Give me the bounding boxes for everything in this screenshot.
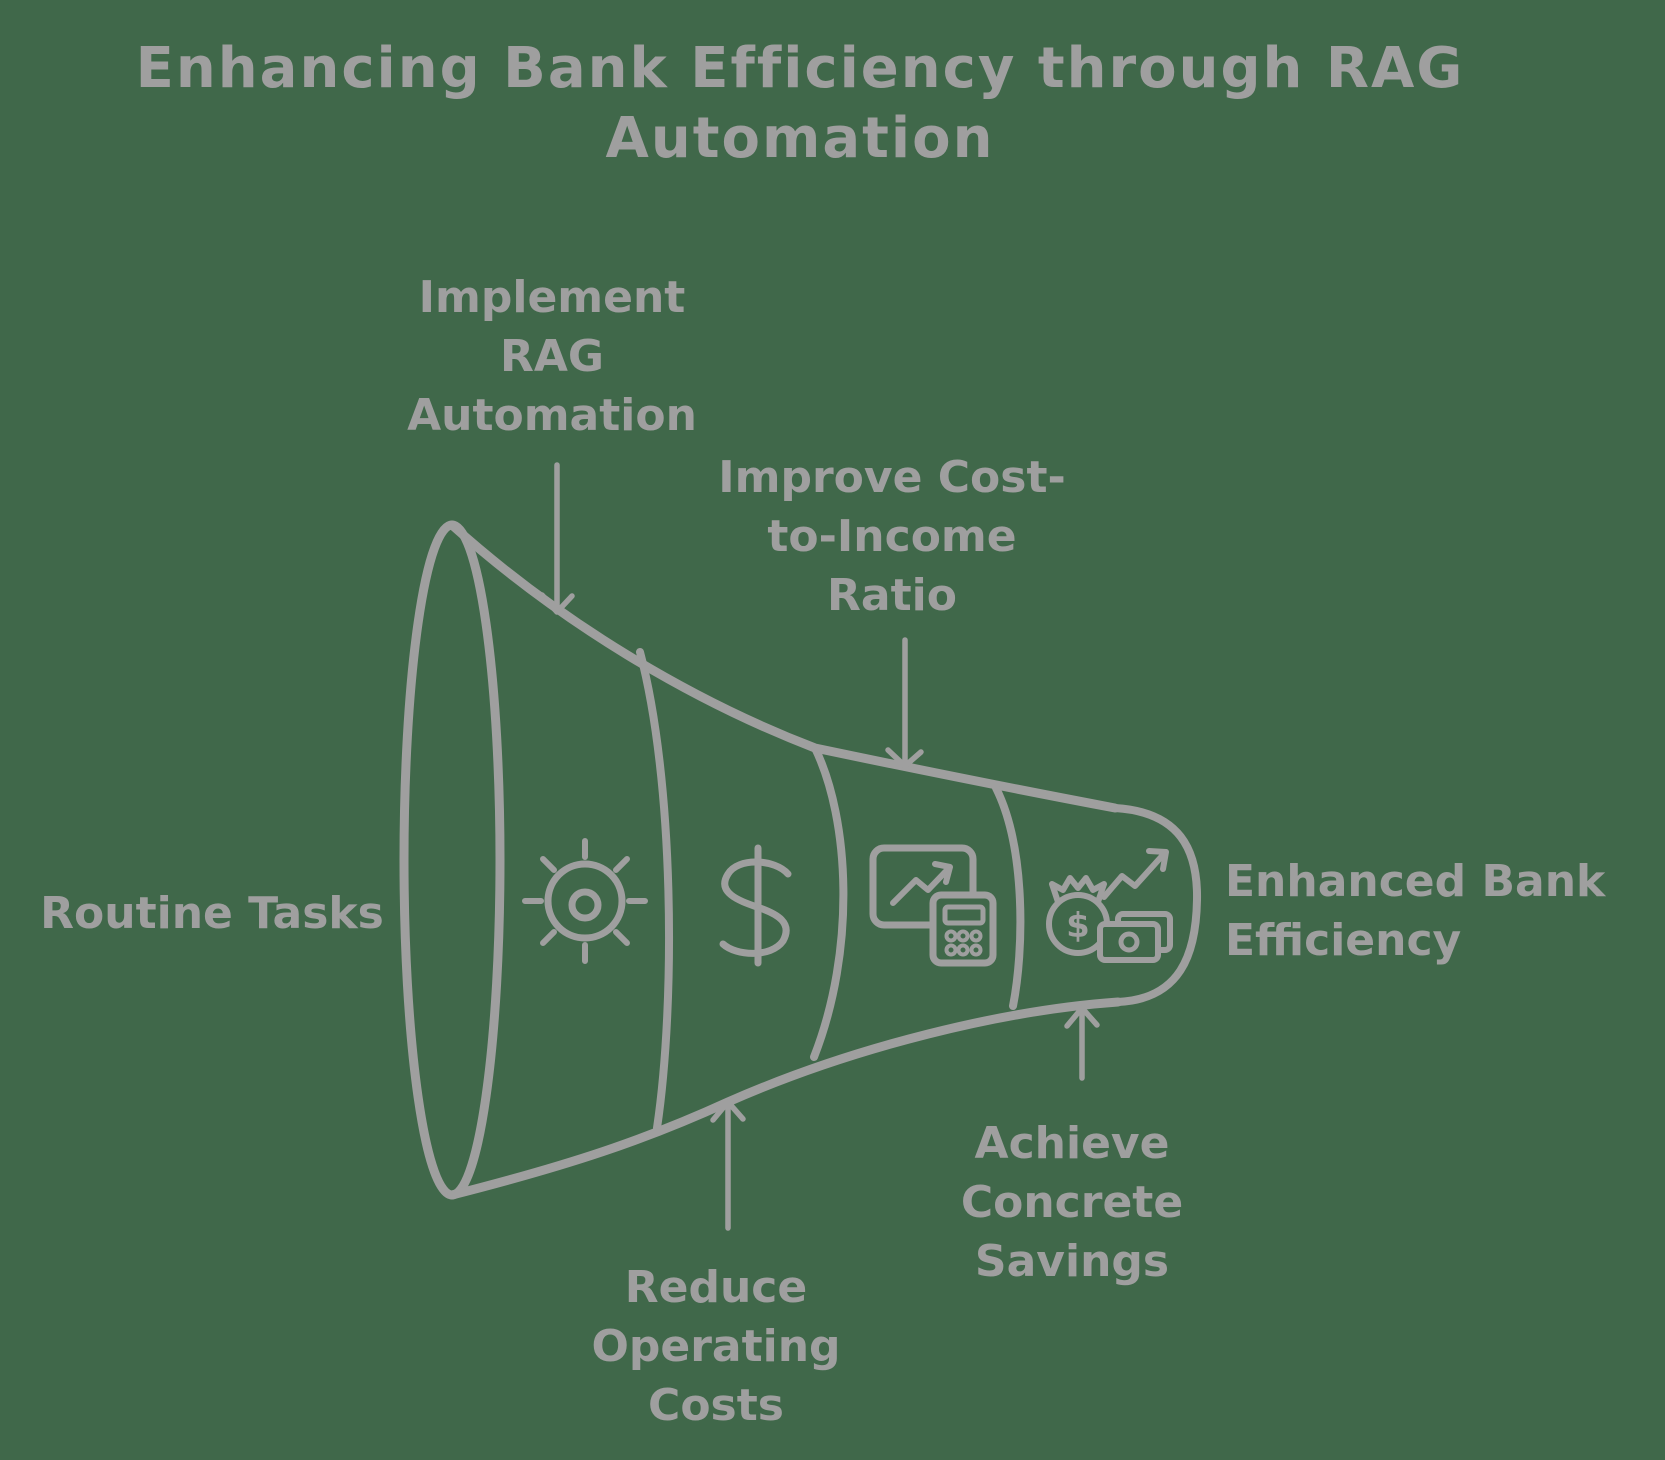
label-line: Improve Cost- [718, 452, 1066, 503]
calculator-screen [942, 904, 986, 926]
page-title-line-1: Enhancing Bank Efficiency through RAG [135, 36, 1465, 101]
label-line: Concrete [960, 1177, 1184, 1228]
label-line: Costs [648, 1380, 784, 1431]
funnel-mouth-ellipse [399, 520, 505, 1200]
dollar-icon [719, 844, 792, 967]
page-title-line-2: Automation [605, 106, 995, 171]
chart-calculator-icon [869, 844, 997, 967]
label-line: Achieve [974, 1118, 1170, 1169]
chart-screen [869, 844, 977, 929]
funnel-bottom-edge [447, 997, 1123, 1200]
growth-zigzag-arrow [1101, 848, 1169, 900]
label-line: RAG [499, 331, 605, 382]
label-routine-tasks: Routine Tasks [40, 884, 384, 943]
funnel-outlet-cap [1111, 804, 1202, 1006]
label-line: Reduce [624, 1262, 808, 1313]
label-line: Enhanced Bank [1225, 856, 1606, 907]
label-line: to-Income [767, 511, 1017, 562]
calculator-buttons [944, 929, 983, 957]
money-bag-dollar-glyph: $ [1066, 906, 1090, 946]
label-line: Efficiency [1225, 915, 1462, 966]
chart-trend-arrow [890, 861, 953, 906]
label-implement-rag-automation: Implement RAG Automation [407, 268, 697, 445]
achieve-arrow [1064, 1005, 1100, 1081]
funnel-divider-3 [992, 784, 1025, 1010]
reduce-arrow [710, 1099, 746, 1231]
banknote-front [1097, 921, 1161, 963]
implement-arrow [539, 462, 575, 615]
label-improve-cost-to-income-ratio: Improve Cost- to-Income Ratio [718, 448, 1066, 625]
callout-arrows [539, 462, 1100, 1231]
banknote-coin [1118, 931, 1140, 953]
label-achieve-concrete-savings: Achieve Concrete Savings [961, 1114, 1183, 1291]
page-title: Enhancing Bank Efficiency through RAG Au… [0, 34, 1600, 174]
gear-icon [522, 838, 648, 964]
improve-arrow [885, 637, 924, 769]
label-reduce-operating-costs: Reduce Operating Costs [591, 1258, 840, 1435]
label-line: Savings [974, 1236, 1170, 1287]
label-line: Automation [407, 390, 697, 441]
funnel-divider-1 [636, 648, 674, 1132]
money-bag-cash-icon [1046, 848, 1173, 963]
label-line: Routine Tasks [40, 888, 384, 939]
label-line: Implement [418, 272, 686, 323]
label-line: Operating [591, 1321, 841, 1372]
label-enhanced-bank-efficiency: Enhanced Bank Efficiency [1225, 852, 1605, 970]
funnel-shape [399, 520, 1202, 1200]
money-bag-tie [1049, 875, 1107, 905]
funnel-divider-2 [810, 744, 848, 1061]
label-line: Ratio [827, 570, 957, 621]
